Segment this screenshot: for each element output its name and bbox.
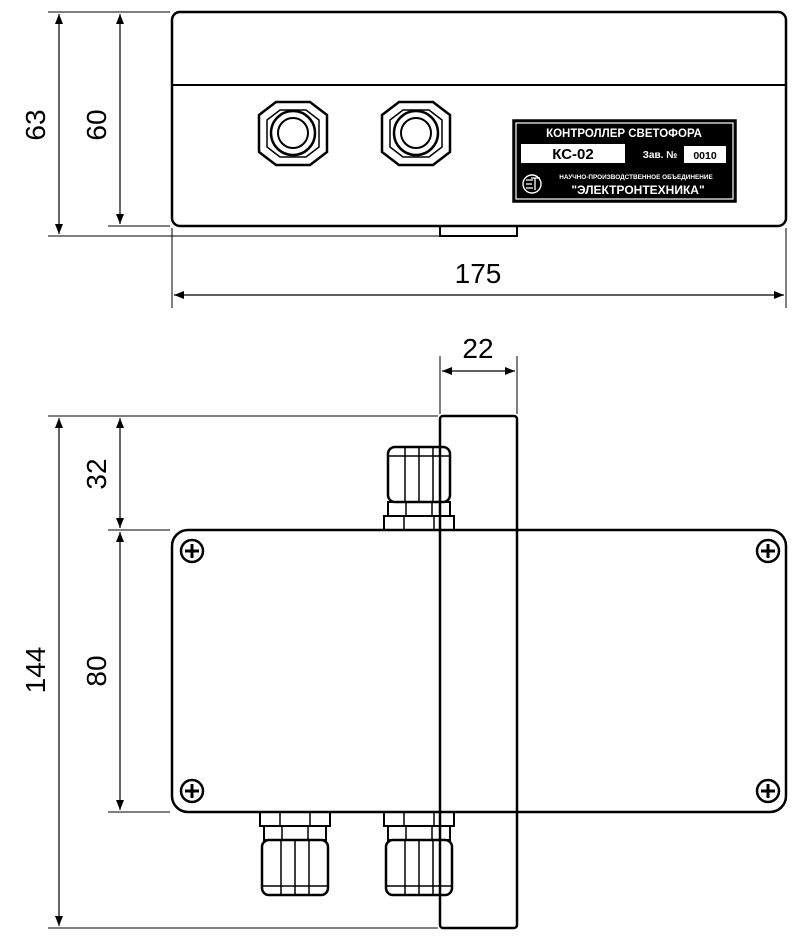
dim-label-144: 144 [20,647,51,694]
nameplate-serial-value: 0010 [693,150,717,162]
maker-logo-icon [522,174,542,194]
cable-gland-front-left [257,100,329,167]
screw-icon-bottom-right [755,778,781,804]
screw-icon-top-right [755,538,781,564]
dimension-32: 32 [81,418,170,531]
nameplate-maker-name: "ЭЛЕКТРОНТЕХНИКА" [571,183,704,197]
dim-label-60: 60 [81,109,112,140]
front-view: КОНТРОЛЛЕР СВЕТОФОРА КС-02 Зав. № 0010 Н… [20,10,788,308]
dimension-63: 63 [20,11,440,237]
plan-view: 22 144 32 80 [20,333,788,930]
screw-icon-top-left [179,538,205,564]
dim-label-22: 22 [462,333,493,364]
dimension-175: 175 [171,228,787,308]
cable-gland-bottom-left [259,811,331,897]
nameplate-serial-label: Зав. № [643,150,678,161]
bracket-stub [439,225,518,237]
mounting-bracket [438,414,519,930]
housing-plan [170,528,788,814]
dimension-80: 80 [81,532,170,813]
cable-gland-top [383,445,455,531]
dimension-22: 22 [439,333,518,414]
dim-label-80: 80 [81,655,112,686]
cable-gland-bottom-right [383,811,455,897]
dim-label-63: 63 [20,109,51,140]
screw-icon-bottom-left [179,778,205,804]
dim-label-32: 32 [81,458,112,489]
dimension-60: 60 [81,13,170,227]
dimension-144: 144 [20,415,438,929]
nameplate: КОНТРОЛЛЕР СВЕТОФОРА КС-02 Зав. № 0010 Н… [512,119,737,203]
nameplate-model: КС-02 [552,146,593,163]
nameplate-maker-line: НАУЧНО-ПРОИЗВОДСТВЕННОЕ ОБЪЕДИНЕНИЕ [559,174,713,181]
cable-gland-front-right [380,100,452,167]
nameplate-title: КОНТРОЛЛЕР СВЕТОФОРА [546,128,702,140]
dim-label-175: 175 [455,258,502,289]
